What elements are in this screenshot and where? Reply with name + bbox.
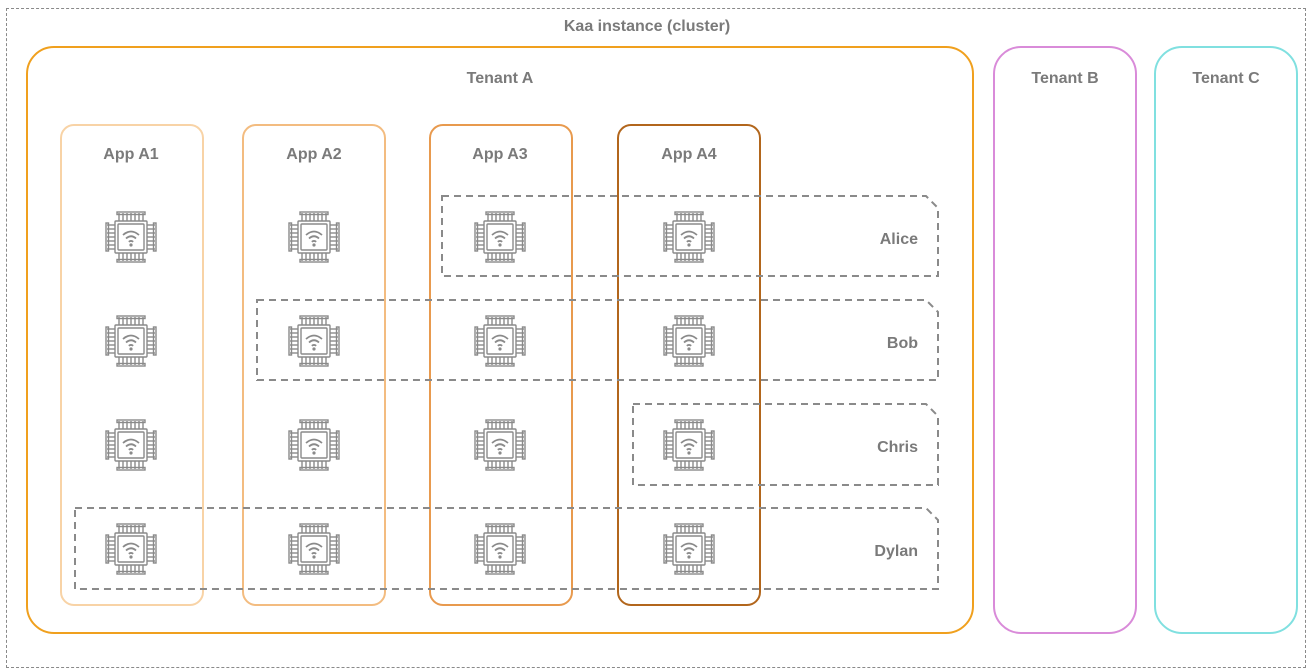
device-chip-icon	[285, 208, 343, 266]
device-chip-icon	[285, 312, 343, 370]
device-chip-icon	[102, 416, 160, 474]
tenant-c-label: Tenant C	[1192, 70, 1260, 87]
device-chip-icon	[102, 312, 160, 370]
user-alice-label: Alice	[879, 231, 918, 248]
app-a1-box	[60, 124, 204, 606]
app-a3-label: App A3	[472, 146, 528, 163]
device-chip-icon	[660, 520, 718, 578]
device-chip-icon	[660, 312, 718, 370]
app-a2-box	[242, 124, 386, 606]
user-bob-label: Bob	[886, 335, 918, 352]
device-chip-icon	[660, 208, 718, 266]
device-chip-icon	[102, 520, 160, 578]
device-chip-icon	[471, 208, 529, 266]
group-dylan-box	[74, 507, 939, 590]
group-alice-box	[441, 195, 939, 277]
app-a3-box	[429, 124, 573, 606]
tenant-a-box	[26, 46, 974, 634]
group-bob-box	[256, 299, 939, 381]
device-chip-icon	[285, 416, 343, 474]
user-groups-layer	[74, 195, 939, 590]
group-chris-box	[632, 403, 939, 486]
device-chip-icon	[471, 520, 529, 578]
user-chris-label: Chris	[877, 439, 918, 456]
device-chip-icon	[471, 312, 529, 370]
tenant-a-label: Tenant A	[466, 70, 534, 87]
cluster-title: Kaa instance (cluster)	[563, 18, 731, 35]
device-chip-icon	[660, 416, 718, 474]
tenant-b-box	[993, 46, 1137, 634]
tenant-c-box	[1154, 46, 1298, 634]
user-dylan-label: Dylan	[874, 543, 918, 560]
device-chip-icon	[285, 520, 343, 578]
device-chip-icon	[102, 208, 160, 266]
device-chip-icon	[471, 416, 529, 474]
app-a1-label: App A1	[103, 146, 159, 163]
app-a2-label: App A2	[286, 146, 342, 163]
app-a4-box	[617, 124, 761, 606]
app-a4-label: App A4	[661, 146, 717, 163]
tenant-b-label: Tenant B	[1031, 70, 1099, 87]
